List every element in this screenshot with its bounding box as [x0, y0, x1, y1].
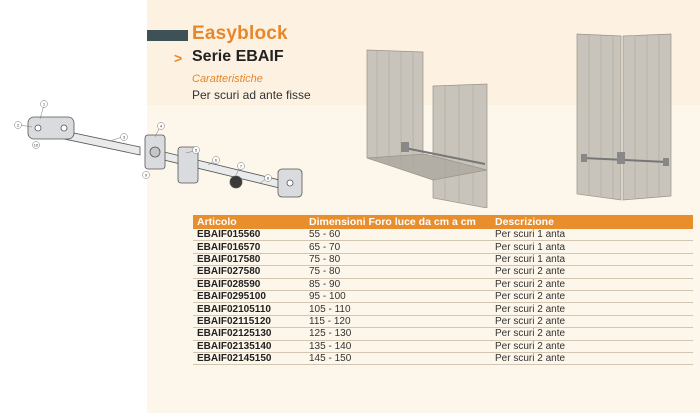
callout-7: 7	[240, 164, 243, 169]
table-row: EBAIF0295100 95 - 100 Per scuri 2 ante	[193, 291, 693, 304]
column-header-dimensioni: Dimensioni Foro luce da cm a cm	[309, 216, 476, 228]
cell-description: Per scuri 2 ante	[495, 315, 566, 327]
cell-description: Per scuri 2 ante	[495, 266, 566, 278]
column-header-descrizione: Descrizione	[495, 216, 554, 228]
section-label: Caratteristiche	[192, 73, 263, 85]
cell-article: EBAIF02125130	[197, 328, 272, 340]
cell-dimension: 145 - 150	[309, 353, 352, 365]
cell-dimension: 95 - 100	[309, 291, 346, 303]
table-row: EBAIF017580 75 - 80 Per scuri 1 anta	[193, 253, 693, 267]
cell-article: EBAIF0295100	[197, 291, 266, 303]
callout-9: 9	[145, 173, 148, 178]
cell-description: Per scuri 1 anta	[495, 241, 566, 253]
callout-2: 2	[17, 123, 20, 128]
cell-dimension: 75 - 80	[309, 266, 341, 278]
table-row: EBAIF02105110 105 - 110 Per scuri 2 ante	[193, 303, 693, 316]
left-margin	[0, 0, 147, 413]
table-row: EBAIF016570 65 - 70 Per scuri 1 anta	[193, 241, 693, 254]
cell-article: EBAIF028590	[197, 278, 261, 290]
table-row: EBAIF015560 55 - 60 Per scuri 1 anta	[193, 229, 693, 242]
cell-article: EBAIF016570	[197, 241, 261, 253]
cell-dimension: 75 - 80	[309, 253, 341, 265]
callout-1: 1	[43, 102, 46, 107]
cell-dimension: 55 - 60	[309, 229, 341, 241]
table-row: EBAIF027580 75 - 80 Per scuri 2 ante	[193, 266, 693, 279]
cell-dimension: 115 - 120	[309, 315, 351, 327]
series-title: Serie EBAIF	[192, 48, 284, 65]
cell-dimension: 65 - 70	[309, 241, 341, 253]
product-description: Per scuri ad ante fisse	[192, 88, 311, 102]
callout-3: 3	[123, 135, 126, 140]
cell-description: Per scuri 2 ante	[495, 291, 566, 303]
cell-article: EBAIF027580	[197, 266, 261, 278]
callout-6: 6	[215, 158, 218, 163]
cell-article: EBAIF02145150	[197, 353, 272, 365]
cell-dimension: 125 - 130	[309, 328, 352, 340]
callout-4: 4	[160, 124, 163, 129]
cell-description: Per scuri 2 ante	[495, 340, 566, 352]
title-accent-bar	[147, 30, 188, 41]
cell-description: Per scuri 2 ante	[495, 353, 566, 365]
cell-description: Per scuri 2 ante	[495, 303, 566, 315]
table-row: EBAIF028590 85 - 90 Per scuri 2 ante	[193, 279, 693, 291]
exploded-diagram: 1 2 3 4 5 6 7 8 9 10	[14, 100, 303, 198]
cell-dimension: 135 - 140	[309, 340, 352, 352]
cell-article: EBAIF015560	[197, 229, 261, 241]
brand-title: Easyblock	[192, 23, 288, 44]
callout-10: 10	[34, 143, 39, 148]
cell-article: EBAIF017580	[197, 253, 261, 265]
callout-8: 8	[267, 176, 270, 181]
cell-description: Per scuri 2 ante	[495, 278, 566, 290]
table-row: EBAIF02115120 115 - 120 Per scuri 2 ante	[193, 315, 693, 329]
table-row: EBAIF02125130 125 - 130 Per scuri 2 ante	[193, 328, 693, 341]
chevron-right-icon: >	[174, 50, 183, 66]
shutter-photo	[366, 33, 672, 208]
callout-5: 5	[195, 148, 198, 153]
cell-article: EBAIF02105110	[197, 303, 271, 315]
table-header: Articolo Dimensioni Foro luce da cm a cm…	[193, 215, 693, 229]
cell-article: EBAIF02135140	[197, 340, 272, 352]
cell-dimension: 105 - 110	[309, 303, 351, 315]
column-header-articolo: Articolo	[197, 216, 237, 228]
cell-article: EBAIF02115120	[197, 315, 271, 327]
cell-dimension: 85 - 90	[309, 278, 341, 290]
table-row: EBAIF02135140 135 - 140 Per scuri 2 ante	[193, 341, 693, 353]
cell-description: Per scuri 1 anta	[495, 253, 566, 265]
table-row: EBAIF02145150 145 - 150 Per scuri 2 ante	[193, 353, 693, 366]
cell-description: Per scuri 1 anta	[495, 229, 566, 241]
product-table: Articolo Dimensioni Foro luce da cm a cm…	[193, 215, 693, 366]
cell-description: Per scuri 2 ante	[495, 328, 566, 340]
